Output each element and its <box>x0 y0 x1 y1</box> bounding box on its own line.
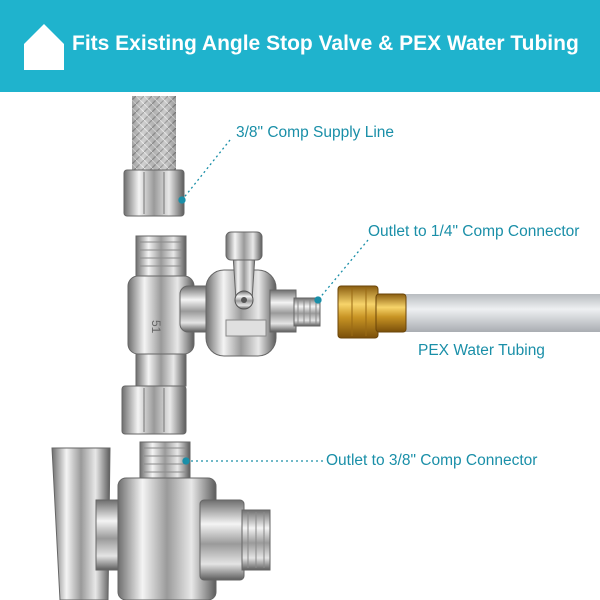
home-icon <box>24 24 64 70</box>
quarter-turn-valve: 51 <box>121 231 321 435</box>
svg-text:51: 51 <box>149 320 163 334</box>
pex-tubing-label: PEX Water Tubing <box>418 342 545 359</box>
pex-tube-assembly <box>337 285 600 339</box>
banner-title: Fits Existing Angle Stop Valve & PEX Wat… <box>72 32 579 55</box>
outlet-quarter-label: Outlet to 1/4" Comp Connector <box>368 223 580 240</box>
angle-stop-valve <box>51 441 271 600</box>
header-banner: Fits Existing Angle Stop Valve & PEX Wat… <box>0 0 600 92</box>
braided-supply-line <box>123 96 185 217</box>
callout-lines <box>178 139 369 465</box>
supply-line-label: 3/8" Comp Supply Line <box>236 124 395 141</box>
outlet-three-eighths-label: Outlet to 3/8" Comp Connector <box>326 452 538 469</box>
